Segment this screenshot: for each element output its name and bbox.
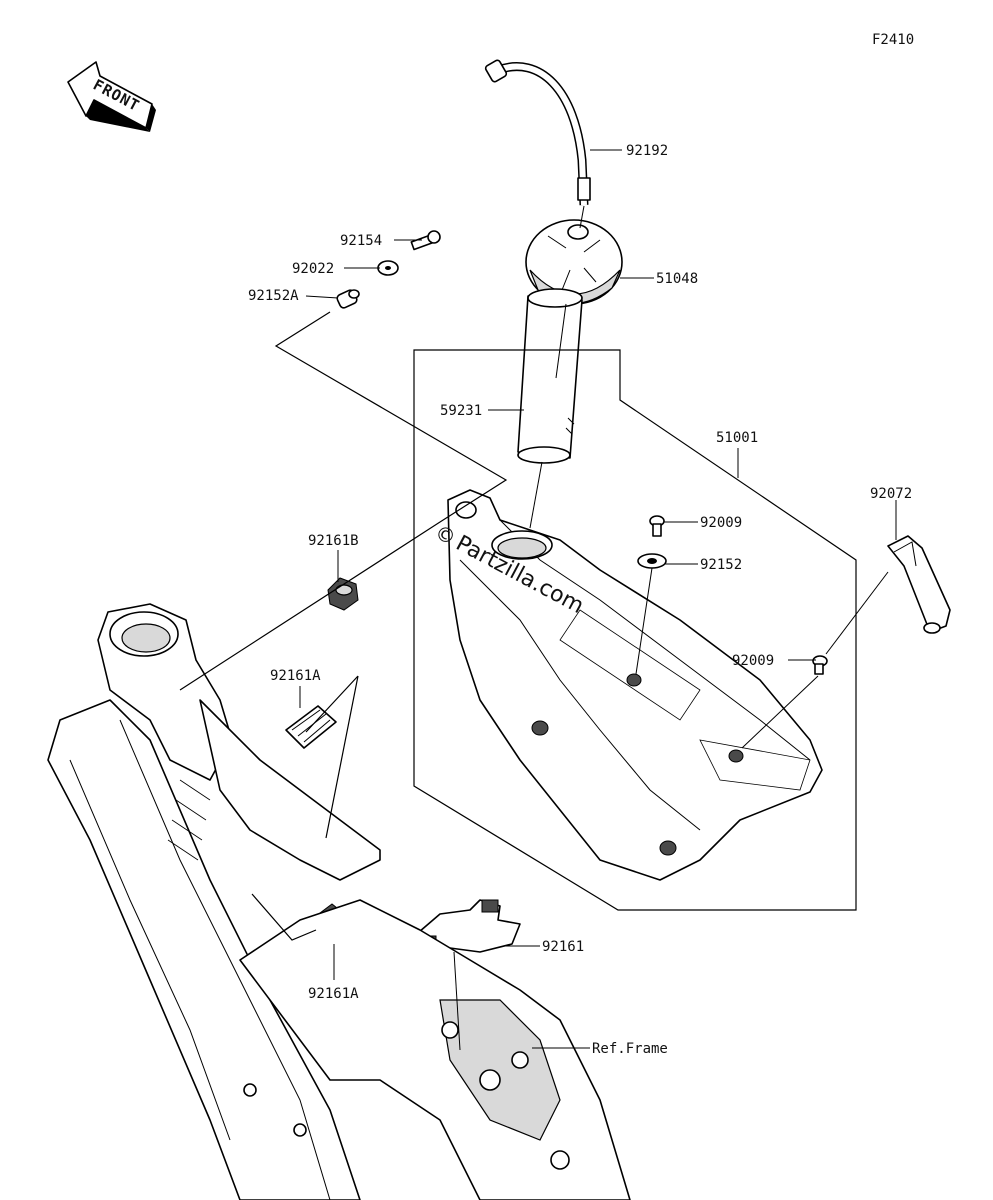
part-label-92072: 92072 bbox=[870, 486, 912, 502]
washer-92022-hole bbox=[385, 266, 391, 270]
bolt-92154 bbox=[410, 230, 441, 251]
part-label-51048: 51048 bbox=[656, 271, 698, 287]
bracket-92072 bbox=[887, 535, 951, 634]
filler-neck-59231 bbox=[517, 288, 583, 464]
part-label-92152: 92152 bbox=[700, 557, 742, 573]
part-label-51001: 51001 bbox=[716, 430, 758, 446]
tank-group-outline bbox=[413, 349, 857, 911]
damper-A-lower-group-line bbox=[251, 893, 317, 941]
damper-A-group-lines bbox=[305, 675, 359, 839]
part-label-92161A-lower: 92161A bbox=[308, 986, 359, 1002]
part-label-92009-lower: 92009 bbox=[732, 653, 774, 669]
axis-hose-cap bbox=[579, 205, 585, 229]
fuel-tank bbox=[447, 489, 823, 881]
part-label-92152A: 92152A bbox=[248, 288, 299, 304]
vent-hose bbox=[484, 59, 591, 206]
part-label-59231: 59231 bbox=[440, 403, 482, 419]
bolt-92009-upper bbox=[649, 515, 665, 537]
part-label-92022: 92022 bbox=[292, 261, 334, 277]
part-label-92154: 92154 bbox=[340, 233, 382, 249]
damper-92161B bbox=[327, 577, 359, 611]
axis-neck-tank bbox=[529, 461, 543, 529]
part-label-92009-upper: 92009 bbox=[700, 515, 742, 531]
axis-92009-92152 bbox=[635, 567, 653, 675]
cap-fastener-group-line bbox=[179, 311, 508, 691]
part-label-92161B: 92161B bbox=[308, 533, 359, 549]
front-arrow-icon: FRONT bbox=[67, 61, 156, 132]
axis-92009-tank bbox=[741, 675, 819, 749]
part-label-92192: 92192 bbox=[626, 143, 668, 159]
axis-bracket bbox=[825, 571, 889, 655]
bolt-92009-lower bbox=[812, 655, 828, 675]
part-label-92161A-upper: 92161A bbox=[270, 668, 321, 684]
axis-92161-frame bbox=[453, 951, 461, 1051]
axis-cap-neck bbox=[555, 303, 567, 379]
figure-code: F2410 bbox=[872, 32, 914, 48]
part-label-92161: 92161 bbox=[542, 939, 584, 955]
collar-92152-hole bbox=[647, 558, 657, 564]
ref-frame-label: Ref.Frame bbox=[592, 1041, 668, 1057]
motorcycle-frame bbox=[47, 603, 631, 1200]
collar-92152A bbox=[336, 289, 360, 309]
leader-92152A bbox=[305, 295, 339, 299]
